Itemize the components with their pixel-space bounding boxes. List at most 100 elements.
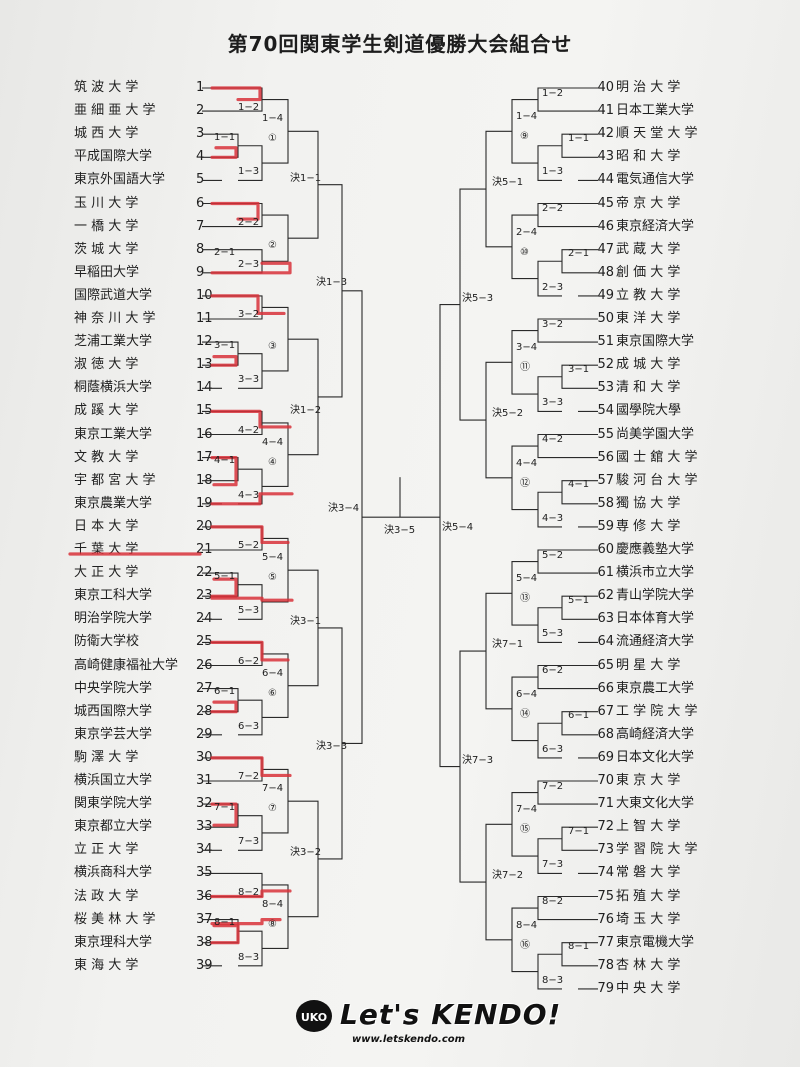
team-number: 79 xyxy=(597,980,614,996)
red-marker-line xyxy=(210,261,292,275)
team-number: 75 xyxy=(597,888,614,904)
match-label: 6−2 xyxy=(542,665,564,677)
block-number: ⑯ xyxy=(520,939,530,951)
team-number: 3 xyxy=(196,126,205,142)
red-marker-line xyxy=(210,355,238,367)
match-label: 決3−2 xyxy=(290,846,322,858)
team-name: 玉 川 大 学 xyxy=(74,195,139,211)
team-number: 44 xyxy=(597,172,614,188)
red-marker-line xyxy=(210,596,294,602)
team-number: 45 xyxy=(597,195,614,211)
match-label: 6−2 xyxy=(238,655,260,667)
match-label: 1−1 xyxy=(568,132,590,144)
team-name: 城西国際大学 xyxy=(74,703,153,719)
team-name: 高崎健康福祉大学 xyxy=(74,657,179,673)
match-label: 2−2 xyxy=(238,217,260,229)
team-number: 48 xyxy=(597,264,614,280)
match-label: 2−3 xyxy=(238,258,260,270)
team-name: 日本工業大学 xyxy=(616,103,695,119)
team-number: 1 xyxy=(196,80,205,95)
match-label: 6−1 xyxy=(568,710,590,722)
match-label: 1−2 xyxy=(542,87,564,99)
team-name: 平成国際大学 xyxy=(74,149,153,165)
page-title: 第70回関東学生剣道優勝大会組合せ xyxy=(227,32,573,56)
team-name: 獨 協 大 学 xyxy=(616,495,681,511)
match-label: 6−4 xyxy=(262,667,284,679)
team-name: 順 天 堂 大 学 xyxy=(616,126,698,142)
team-name: 工 学 院 大 学 xyxy=(616,703,698,719)
team-number: 71 xyxy=(597,796,614,812)
team-number: 54 xyxy=(597,403,614,419)
team-name: 帝 京 大 学 xyxy=(616,195,681,211)
block-number: ⑬ xyxy=(520,593,530,605)
block-number: ⑩ xyxy=(520,246,529,258)
match-label: 決1−1 xyxy=(290,172,322,184)
team-number: 70 xyxy=(597,773,614,788)
team-name: 東京工科大学 xyxy=(74,588,153,604)
match-label: 2−3 xyxy=(542,281,564,293)
match-label: 8−4 xyxy=(516,919,538,931)
match-label: 1−3 xyxy=(238,166,260,178)
match-label: 4−3 xyxy=(542,512,564,524)
match-label: 5−1 xyxy=(568,594,590,606)
team-name: 立 正 大 学 xyxy=(74,842,139,858)
team-number: 69 xyxy=(597,749,614,765)
team-number: 52 xyxy=(597,357,614,373)
match-label: 3−4 xyxy=(516,342,538,354)
match-label: 4−2 xyxy=(542,434,564,446)
red-marker-line xyxy=(210,577,238,598)
match-label: 3−2 xyxy=(542,318,564,330)
block-number: ⑭ xyxy=(520,708,530,720)
team-number: 5 xyxy=(196,172,205,188)
match-label: 7−4 xyxy=(262,783,284,795)
match-label: 5−4 xyxy=(262,552,284,564)
team-name: 専 修 大 学 xyxy=(616,518,681,534)
team-number: 50 xyxy=(597,311,614,326)
team-name: 防衛大学校 xyxy=(74,634,140,650)
team-name: 杏 林 大 学 xyxy=(616,957,681,973)
team-name: 法 政 大 学 xyxy=(74,888,139,904)
red-marker-line xyxy=(210,924,240,945)
match-label: 1−4 xyxy=(516,111,538,123)
match-label: 4−3 xyxy=(238,489,260,501)
team-number: 76 xyxy=(597,911,614,927)
match-label: 7−4 xyxy=(516,804,538,816)
team-name: 学 習 院 大 学 xyxy=(616,842,698,858)
match-label: 2−1 xyxy=(214,247,236,259)
red-marker-line xyxy=(210,146,238,159)
team-name: 東京外国語大学 xyxy=(74,172,166,188)
match-label: 決3−1 xyxy=(290,615,322,627)
match-label: 4−4 xyxy=(262,436,284,448)
block-number: ② xyxy=(268,240,277,252)
match-label: 決3−4 xyxy=(328,503,360,515)
team-name: 中 央 大 学 xyxy=(616,980,681,996)
team-name: 東京工業大学 xyxy=(74,426,153,442)
team-name: 宇 都 宮 大 学 xyxy=(74,472,156,488)
block-number: ⑪ xyxy=(520,362,530,374)
block-number: ① xyxy=(268,133,277,145)
team-number: 2 xyxy=(196,103,205,119)
match-label: 8−2 xyxy=(542,896,564,908)
